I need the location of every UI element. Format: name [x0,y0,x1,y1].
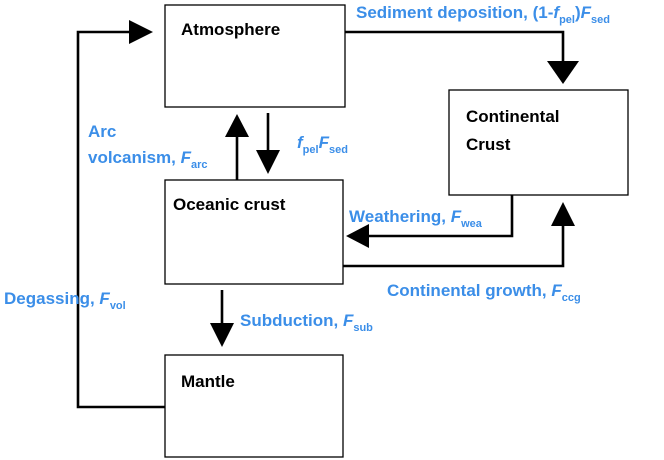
subduction-label: Subduction, Fsub [240,311,373,334]
weathering-label: Weathering, Fwea [349,207,483,230]
continental-crust-label-line2: Crust [466,135,511,154]
continental-crust-box: Continental Crust [448,89,629,196]
mantle-label: Mantle [181,372,235,391]
continental-crust-label-line1: Continental [466,107,560,126]
continental-growth-label: Continental growth, Fccg [387,281,581,304]
oceanic-crust-box: Oceanic crust [164,179,344,285]
degassing-arrow [76,20,165,409]
continental-growth-arrow [343,202,575,268]
degassing-label: Degassing, Fvol [4,289,126,312]
weathering-arrow [346,195,514,248]
sediment-deposition-arrow [345,30,579,84]
sediment-deposition-label: Sediment deposition, (1-fpel)Fsed [356,3,610,26]
subduction-arrow [210,290,234,347]
oceanic-crust-label: Oceanic crust [173,195,286,214]
arc-volcanism-arrow [225,114,249,180]
mantle-box: Mantle [164,354,344,458]
arc-volcanism-label-line1: Arc [88,122,116,141]
pelagic-sediment-arrow [256,113,280,174]
atmosphere-label: Atmosphere [181,20,280,39]
arc-volcanism-label-line2: volcanism, Farc [88,148,208,171]
atmosphere-box: Atmosphere [164,4,346,108]
pelagic-sediment-label: fpelFsed [297,133,348,156]
